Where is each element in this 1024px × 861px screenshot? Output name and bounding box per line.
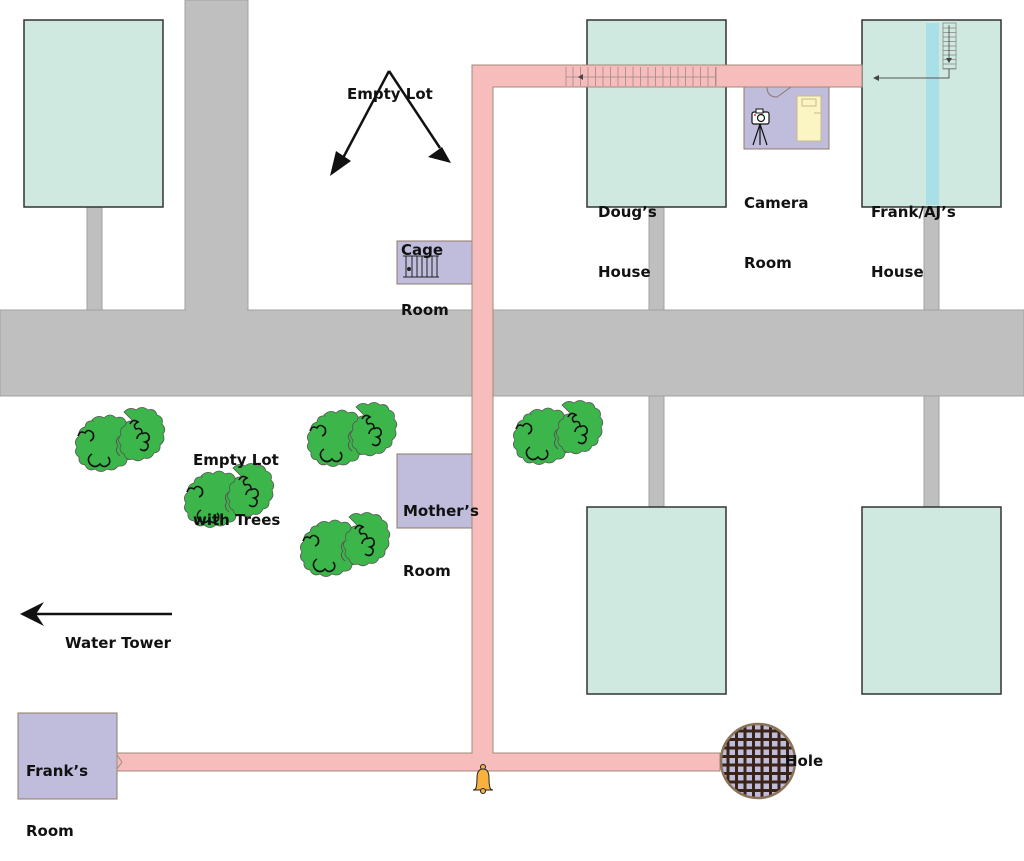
driveway <box>648 395 665 508</box>
tree-icon <box>306 401 398 468</box>
neighborhood-map <box>0 0 1024 800</box>
water-tower-arrow[interactable] <box>20 602 172 626</box>
tree-icon <box>299 511 391 578</box>
tunnel-rails <box>565 67 717 86</box>
bell-icon <box>472 764 494 794</box>
entrance-notch <box>116 754 123 770</box>
label-frank-aj-house: Frank/AJ’s House <box>871 203 956 281</box>
driveway <box>923 395 940 508</box>
dougs-house[interactable] <box>586 19 727 208</box>
bed-icon <box>796 95 822 142</box>
house-southeast-left[interactable] <box>586 506 727 695</box>
houses <box>23 19 1002 695</box>
label-camera-room: Camera Room <box>744 194 809 272</box>
main-road <box>0 309 1024 397</box>
label-franks-room: Frank’s Room <box>26 762 89 840</box>
mothers-room[interactable] <box>396 453 473 529</box>
driveway <box>86 206 103 311</box>
roads <box>0 0 1024 508</box>
camera-on-tripod-icon <box>751 108 770 146</box>
tunnel-network[interactable] <box>116 64 863 772</box>
cage-icon <box>403 255 439 278</box>
ladder-icon <box>873 22 957 81</box>
label-water-tower: Water Tower <box>65 634 172 652</box>
label-empty-lot: Empty Lot <box>347 85 433 103</box>
tunnel-arrow <box>578 74 583 80</box>
tree-icon <box>512 399 604 466</box>
franks-room[interactable] <box>17 712 118 800</box>
label-dougs-house: Doug’s House <box>598 203 657 281</box>
rooms <box>17 84 830 800</box>
tunnels <box>116 64 863 772</box>
trees <box>74 399 604 578</box>
label-cage-room: Cage Room <box>401 241 449 319</box>
door-swing <box>766 86 792 98</box>
empty-lot-arrows <box>330 70 451 176</box>
house-southeast-right[interactable] <box>861 506 1002 695</box>
label-mothers-room: Mother’s Room <box>403 502 479 580</box>
side-road-north <box>184 0 249 313</box>
house-northwest[interactable] <box>23 19 164 208</box>
tree-icon <box>74 406 166 473</box>
water-strip <box>926 23 939 205</box>
label-hole: Hole <box>785 752 824 770</box>
label-empty-lot-with-trees: Empty Lot with Trees <box>193 451 281 529</box>
